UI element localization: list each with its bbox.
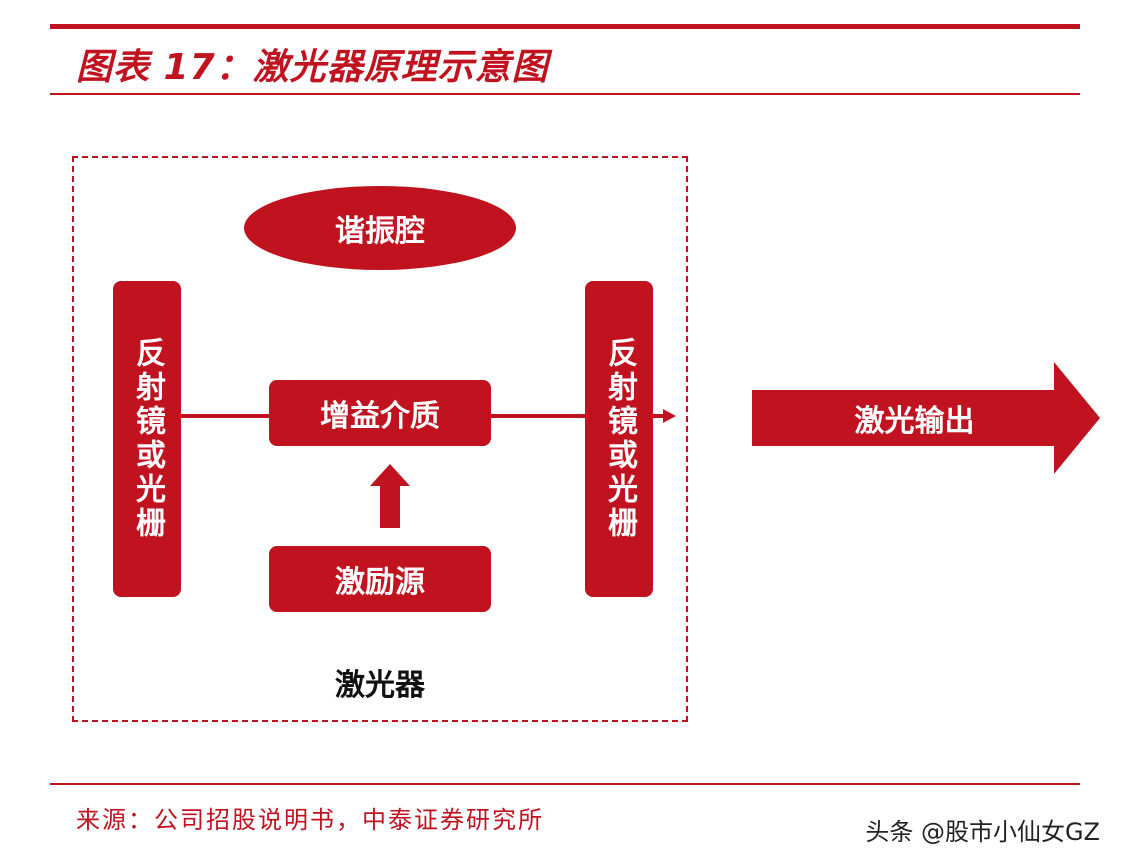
top-rule (50, 24, 1080, 29)
beam-exit-segment (653, 414, 665, 418)
beam-left-segment (181, 414, 269, 418)
mirror-right: 反射镜或光栅 (585, 281, 653, 597)
bottom-rule (50, 783, 1080, 785)
pump-source-box: 激励源 (269, 546, 491, 612)
beam-right-segment (491, 414, 585, 418)
pump-up-arrow-icon (370, 464, 410, 528)
output-label: 激光输出 (854, 404, 975, 439)
laser-frame (72, 156, 688, 722)
resonator-oval: 谐振腔 (244, 186, 516, 270)
watermark: 头条 @股市小仙女GZ (865, 818, 1100, 846)
title-rule (50, 93, 1080, 95)
output-arrow-icon (752, 362, 1100, 474)
laser-label: 激光器 (335, 668, 425, 703)
mirror-left: 反射镜或光栅 (113, 281, 181, 597)
gain-medium-box: 增益介质 (269, 380, 491, 446)
beam-exit-arrowhead (663, 409, 676, 423)
figure-title: 图表 17：激光器原理示意图 (76, 47, 549, 88)
source-note: 来源：公司招股说明书，中泰证券研究所 (76, 806, 544, 834)
